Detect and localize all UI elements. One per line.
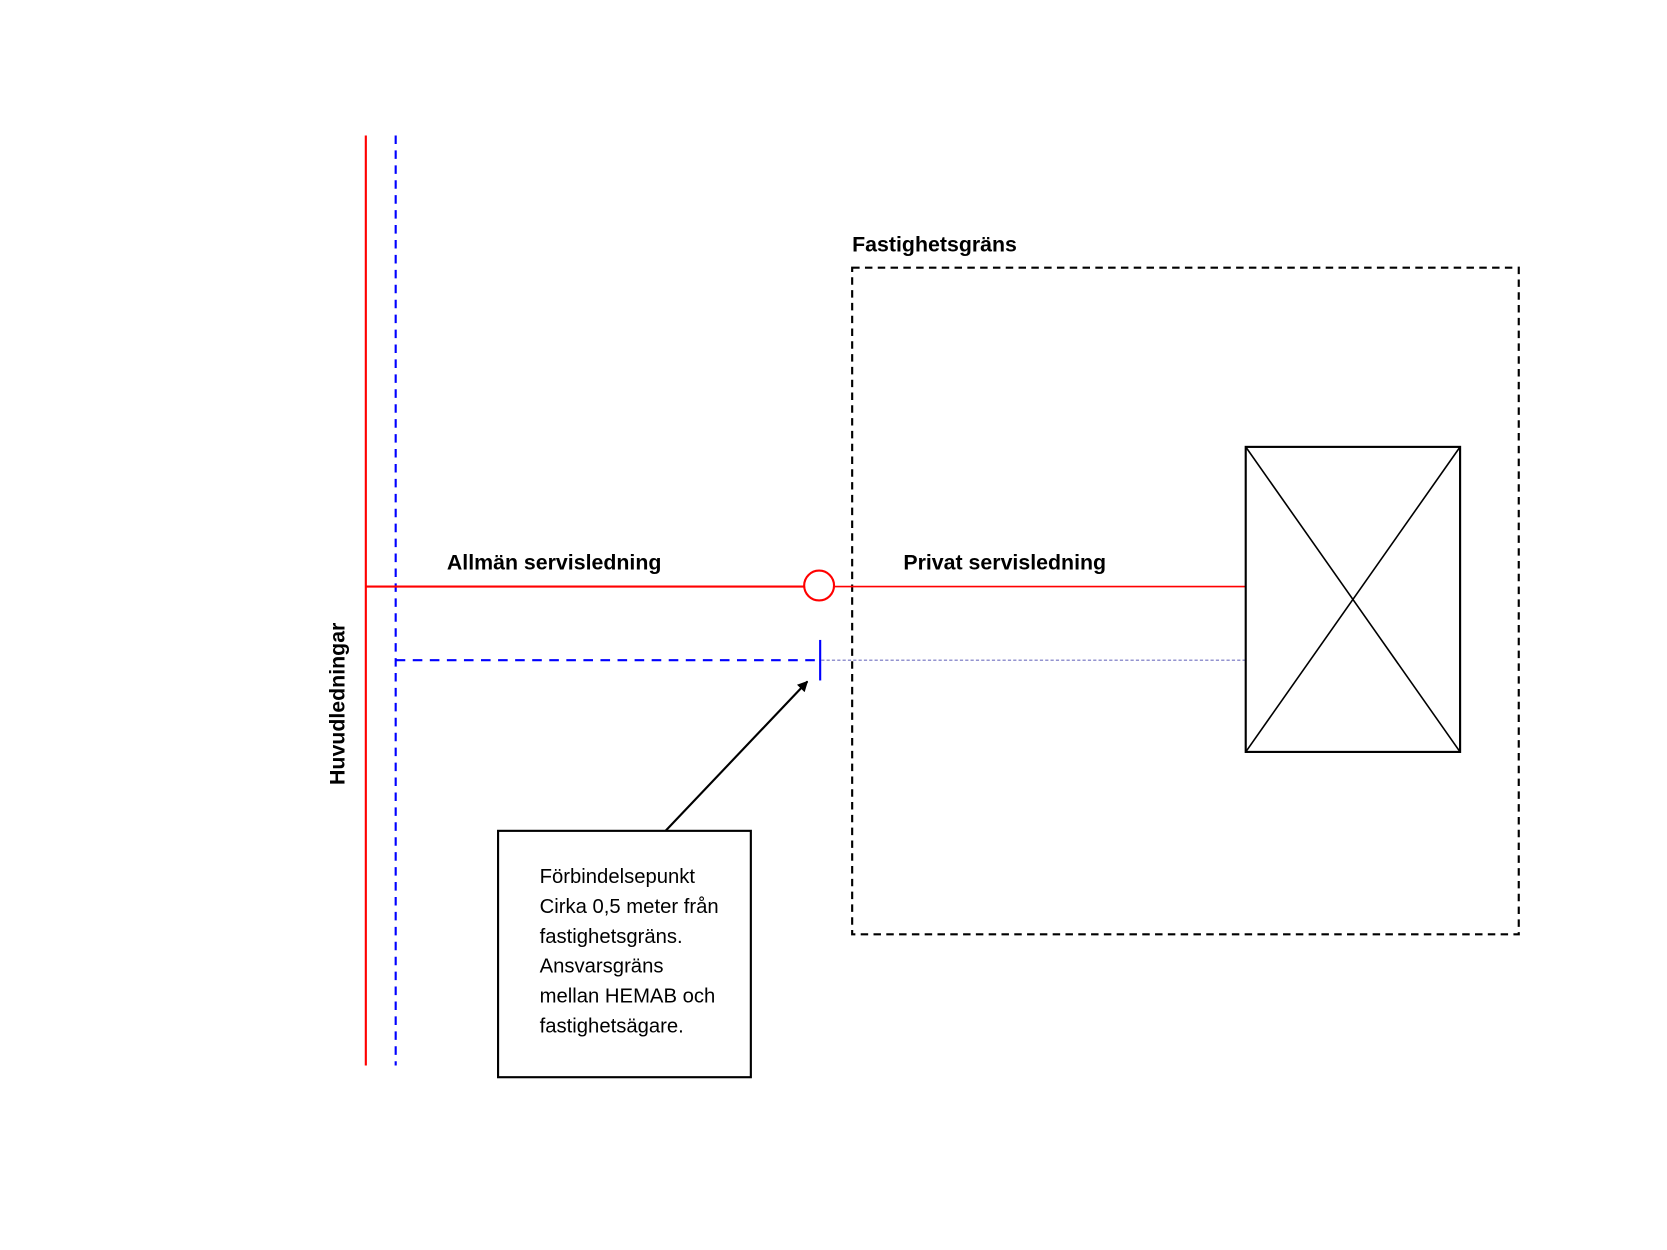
property-boundary-label: Fastighetsgräns (852, 233, 1017, 257)
private-service-line-label: Privat servisledning (903, 551, 1106, 575)
note-line: fastighetsägare. (540, 1015, 684, 1037)
note-box (497, 829, 752, 1079)
note-line: Ansvarsgräns (540, 956, 664, 978)
connection-point-water (803, 569, 836, 602)
property-boundary (851, 266, 1520, 936)
building (1244, 445, 1462, 753)
note-line: Cirka 0,5 meter från (540, 896, 719, 918)
note-line: fastighetsgräns. (540, 926, 683, 948)
note-line: Förbindelsepunkt (540, 866, 696, 888)
callout-arrow (664, 680, 809, 832)
note-line: mellan HEMAB och (540, 986, 716, 1008)
public-service-line-label: Allmän servisledning (447, 551, 662, 575)
main-lines-label: Huvudledningar (325, 623, 349, 785)
